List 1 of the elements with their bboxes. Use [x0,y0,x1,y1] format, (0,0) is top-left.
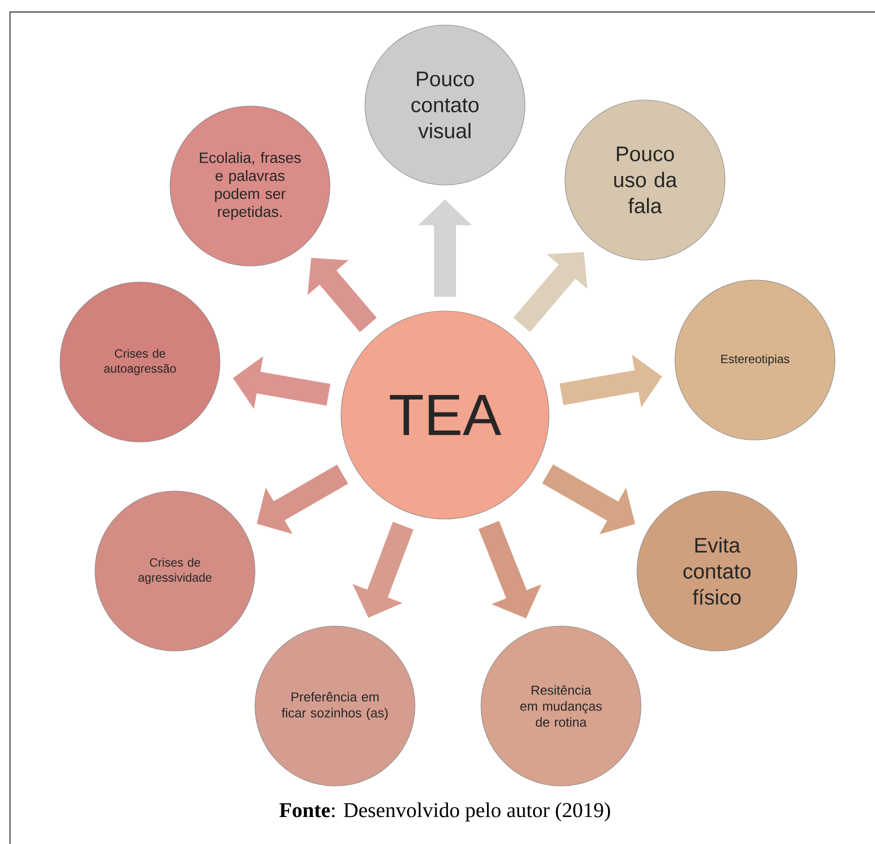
caption: Fonte: Desenvolvido pelo autor (2019) [279,802,610,822]
